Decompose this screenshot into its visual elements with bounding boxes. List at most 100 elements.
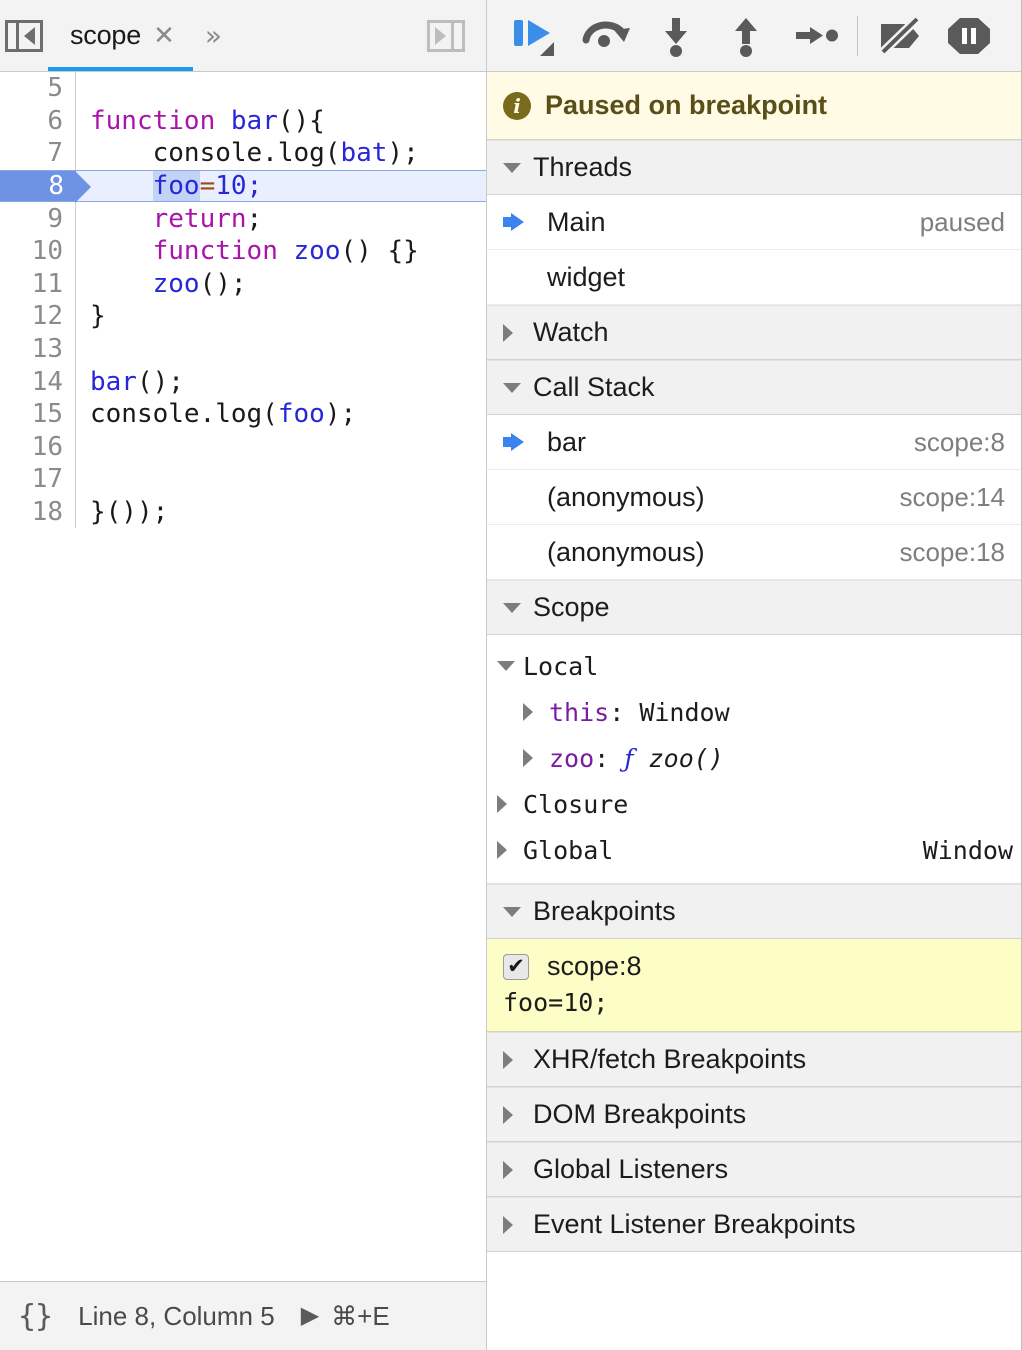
line-number[interactable]: 6 [0,104,76,138]
tab-scope[interactable]: scope ✕ [48,0,193,71]
code-line[interactable]: 12} [0,300,486,333]
close-icon[interactable]: ✕ [153,20,175,51]
code-token: zoo [293,236,341,267]
line-number[interactable]: 17 [0,463,76,496]
call-stack-row[interactable]: bar scope:8 [487,415,1021,470]
line-number[interactable]: 16 [0,430,76,464]
scope-node-global[interactable]: Global Window [487,827,1021,873]
code-line-text[interactable] [76,72,486,105]
code-line-text[interactable]: }()); [76,496,486,529]
code-token: console.log( [90,399,278,430]
step-over-icon [582,21,630,47]
code-line[interactable]: 13 [0,332,486,366]
section-title-global-listeners: Global Listeners [533,1154,729,1184]
thread-label: widget [547,261,626,292]
section-header-call-stack[interactable]: Call Stack [487,360,1021,415]
code-line-text[interactable] [76,463,486,496]
code-line-paused[interactable]: 8 foo=10; [0,169,486,203]
thread-row-main[interactable]: Main paused [487,195,1021,250]
thread-row-widget[interactable]: widget [487,250,1021,305]
scope-tree: Local this : Window zoo : ƒ zoo() [487,635,1021,884]
deactivate-breakpoints-button[interactable] [864,0,934,72]
section-title-xhr-breakpoints: XHR/fetch Breakpoints [533,1044,807,1074]
chevron-down-icon [503,602,521,613]
section-header-global-listeners[interactable]: Global Listeners [487,1142,1021,1197]
code-line-text[interactable]: return; [76,202,486,235]
code-line-text[interactable]: bar(); [76,365,486,398]
step-into-button[interactable] [641,0,711,72]
code-line[interactable]: 11 zoo(); [0,267,486,301]
line-number[interactable]: 14 [0,365,76,398]
line-number[interactable]: 10 [0,234,76,268]
line-number[interactable]: 15 [0,397,76,431]
code-line-text[interactable]: function bar(){ [76,105,486,138]
scope-node-closure[interactable]: Closure [487,781,1021,827]
code-token: bar [230,105,278,136]
step-into-icon [665,17,687,57]
line-number[interactable]: 12 [0,300,76,333]
breakpoint-checkbox[interactable]: ✔ [503,953,529,980]
line-number[interactable]: 13 [0,332,76,366]
call-stack-row[interactable]: (anonymous) scope:14 [487,470,1021,525]
code-line-text[interactable]: foo=10; [76,170,486,202]
line-number[interactable]: 7 [0,137,76,170]
scope-node-local[interactable]: Local [487,643,1021,689]
code-line-text[interactable]: function zoo() {} [76,235,486,268]
code-line[interactable]: 16 [0,430,486,464]
scope-property-this[interactable]: this : Window [487,689,1021,735]
code-line-text[interactable]: console.log(foo); [76,398,486,431]
debugger-sidebar-pane: i Paused on breakpoint Threads Main paus… [487,0,1022,1350]
pretty-print-button[interactable]: {} [18,1298,53,1334]
code-token: (); [136,366,184,397]
property-separator: : [609,697,640,727]
step-button[interactable] [781,0,851,72]
code-line-text[interactable]: console.log(bat); [76,137,486,170]
code-token: }()); [90,497,169,528]
tab-list: scope ✕ » [48,0,422,71]
code-token [90,236,153,266]
chevron-right-icon [497,795,523,813]
code-line[interactable]: 5 [0,72,486,105]
toolbar-separator [857,15,858,56]
code-line[interactable]: 18 }()); [0,495,486,529]
code-line[interactable]: 10 function zoo() {} [0,234,486,268]
line-number[interactable]: 9 [0,202,76,235]
code-line-text[interactable]: } [76,300,486,333]
code-line[interactable]: 7 console.log(bat); [0,137,486,170]
call-stack-row[interactable]: (anonymous) scope:18 [487,525,1021,580]
run-snippet-icon[interactable]: ▶ [300,1302,320,1329]
show-navigator-button[interactable] [0,0,48,71]
line-number[interactable]: 8 [0,170,91,203]
scope-property-zoo[interactable]: zoo : ƒ zoo() [487,735,1021,781]
section-header-dom-breakpoints[interactable]: DOM Breakpoints [487,1087,1021,1142]
more-tabs-button[interactable]: » [192,0,246,71]
step-over-button[interactable] [571,0,641,72]
section-header-xhr-breakpoints[interactable]: XHR/fetch Breakpoints [487,1032,1021,1087]
code-token: bar [90,366,137,397]
code-line-text[interactable]: zoo(); [76,268,486,301]
line-number[interactable]: 11 [0,267,76,301]
section-header-watch[interactable]: Watch [487,305,1021,360]
chevron-right-icon [503,1105,519,1124]
pause-on-exceptions-button[interactable] [934,0,1004,72]
section-header-breakpoints[interactable]: Breakpoints [487,884,1021,939]
line-number[interactable]: 5 [0,72,76,105]
section-header-event-listener-breakpoints[interactable]: Event Listener Breakpoints [487,1197,1021,1252]
resume-script-execution-button[interactable] [501,0,571,72]
code-line[interactable]: 17 [0,463,486,496]
line-number[interactable]: 18 [0,495,76,529]
show-debugger-button[interactable] [422,0,470,71]
chevron-down-icon [497,661,523,671]
code-line-text[interactable] [76,333,486,366]
code-line[interactable]: 9 return; [0,202,486,235]
step-out-button[interactable] [711,0,781,72]
breakpoint-item[interactable]: ✔ scope:8 foo=10; [487,939,1021,1032]
code-token: ; [246,171,263,202]
section-header-threads[interactable]: Threads [487,140,1021,195]
code-line-text[interactable] [76,431,486,464]
section-header-scope[interactable]: Scope [487,580,1021,635]
